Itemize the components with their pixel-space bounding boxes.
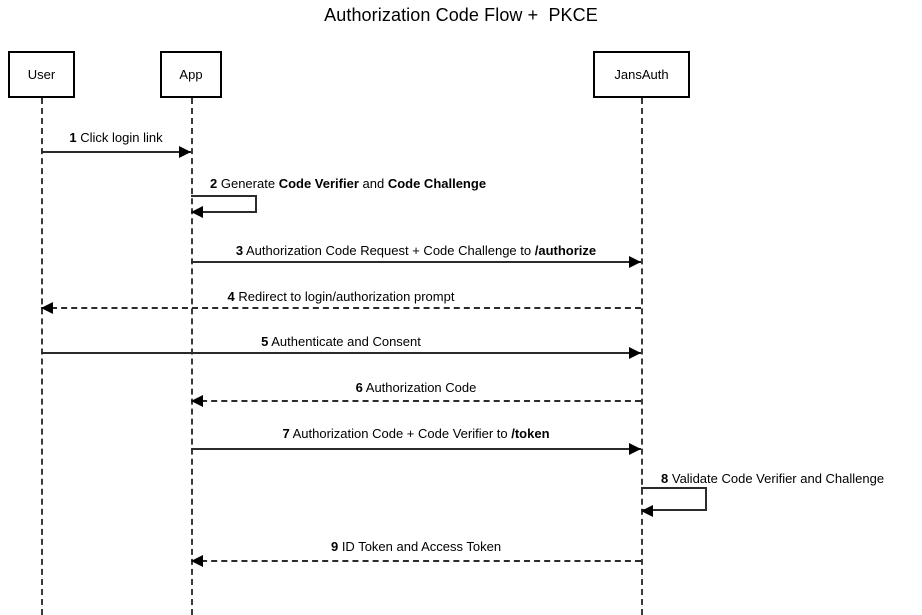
page-title: Authorization Code Flow + PKCE	[324, 5, 598, 25]
message-8-text: Validate Code Verifier and Challenge	[671, 471, 885, 486]
message-3-arrow	[191, 261, 641, 263]
message-8-arrowhead	[641, 505, 653, 517]
participant-jansauth[interactable]: JansAuth	[593, 51, 690, 98]
message-4-arrow	[41, 307, 641, 309]
message-1-label: 1 Click login link	[69, 131, 162, 145]
message-3-text-pre: Authorization Code Request + Code Challe…	[246, 243, 535, 258]
message-2-label: 2 Generate Code Verifier and Code Challe…	[210, 177, 486, 191]
message-9-arrow	[191, 560, 641, 562]
message-2-text-pre: Generate	[220, 176, 279, 191]
message-2-text-mid: and	[358, 176, 388, 191]
lifeline-jansauth	[641, 98, 643, 615]
lifeline-user	[41, 98, 43, 615]
message-5-arrowhead	[629, 347, 641, 359]
message-7-number: 7	[282, 426, 290, 441]
participant-user-label: User	[27, 67, 56, 82]
message-7-arrow	[191, 448, 641, 450]
message-6-arrow	[191, 400, 641, 402]
message-7-label: 7 Authorization Code + Code Verifier to …	[282, 427, 549, 441]
message-6-label: 6 Authorization Code	[356, 381, 477, 395]
participant-app-label: App	[179, 67, 203, 82]
message-8-number: 8	[661, 471, 669, 486]
message-6-text: Authorization Code	[365, 380, 477, 395]
message-5-text: Authenticate and Consent	[271, 334, 421, 349]
message-4-label: 4 Redirect to login/authorization prompt	[228, 290, 455, 304]
message-8-label: 8 Validate Code Verifier and Challenge	[661, 472, 884, 486]
message-2-self-loop	[191, 195, 257, 213]
message-7-text-bold-1: /token	[511, 426, 550, 441]
message-9-text: ID Token and Access Token	[341, 539, 502, 554]
message-3-number: 3	[235, 243, 244, 258]
message-5-label: 5 Authenticate and Consent	[261, 335, 421, 349]
message-3-text-bold-1: /authorize	[534, 243, 597, 258]
message-8-self-loop	[641, 487, 707, 511]
message-3-arrowhead	[629, 256, 641, 268]
message-2-number: 2	[210, 176, 218, 191]
participant-user[interactable]: User	[8, 51, 75, 98]
message-5-arrow	[41, 352, 641, 354]
message-9-number: 9	[330, 539, 339, 554]
message-1-arrowhead	[179, 146, 191, 158]
message-7-arrowhead	[629, 443, 641, 455]
message-2-text-bold-1: Code Verifier	[278, 176, 359, 191]
message-2-text-bold-2: Code Challenge	[387, 176, 487, 191]
message-1-text: Click login link	[80, 130, 163, 145]
message-5-number: 5	[261, 334, 269, 349]
message-9-arrowhead	[191, 555, 203, 567]
participant-app[interactable]: App	[160, 51, 222, 98]
message-6-arrowhead	[191, 395, 203, 407]
message-4-text: Redirect to login/authorization prompt	[238, 289, 455, 304]
message-3-label: 3 Authorization Code Request + Code Chal…	[236, 244, 596, 258]
message-6-number: 6	[355, 380, 363, 395]
message-2-arrowhead	[191, 206, 203, 218]
message-4-number: 4	[227, 289, 235, 304]
message-1-number: 1	[69, 130, 77, 145]
participant-jansauth-label: JansAuth	[614, 67, 669, 82]
lifeline-app	[191, 98, 193, 615]
message-1-arrow	[41, 151, 191, 153]
message-4-arrowhead	[41, 302, 53, 314]
message-9-label: 9 ID Token and Access Token	[331, 540, 501, 554]
message-7-text-pre: Authorization Code + Code Verifier to	[292, 426, 512, 441]
